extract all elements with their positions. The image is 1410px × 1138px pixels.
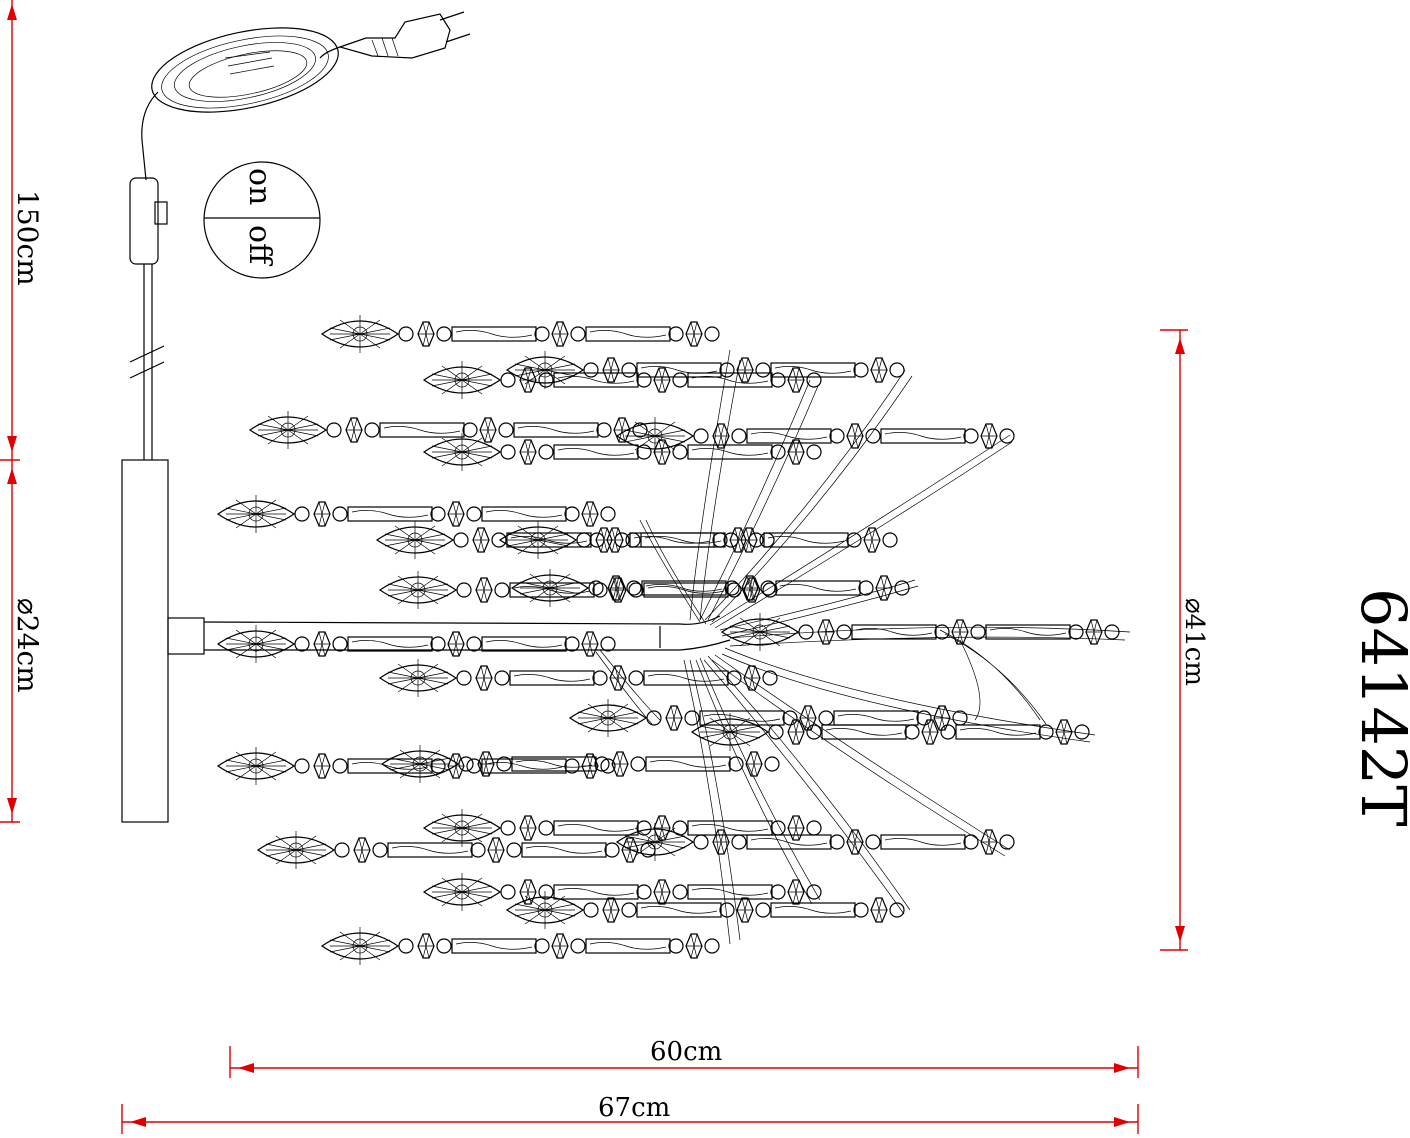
switch-on-label: on: [242, 168, 277, 205]
shade-diameter-label: ⌀41cm: [1179, 598, 1209, 686]
dimension-total-width: 67cm: [121, 1093, 1139, 1134]
dimension-cord: 150cm: [0, 0, 44, 461]
model-code: 64142T: [1347, 588, 1410, 827]
crystal-branches: [595, 349, 1131, 945]
switch-off-label: off: [242, 225, 277, 267]
crystal-strands: [218, 315, 1119, 965]
dimension-shade: ⌀41cm: [1160, 329, 1209, 951]
total-width-label: 67cm: [598, 1093, 670, 1123]
on-off-dial-icon: on off: [203, 161, 321, 279]
inner-width-label: 60cm: [650, 1037, 722, 1067]
dimension-inner-width: 60cm: [229, 1037, 1139, 1078]
base-diameter-label: ⌀24cm: [11, 598, 44, 693]
inline-switch-icon: [129, 177, 168, 460]
coiled-cord-icon: [141, 27, 341, 181]
power-plug-icon: [337, 11, 471, 59]
dimension-base: ⌀24cm: [0, 460, 44, 823]
cord-length-label: 150cm: [11, 190, 44, 286]
